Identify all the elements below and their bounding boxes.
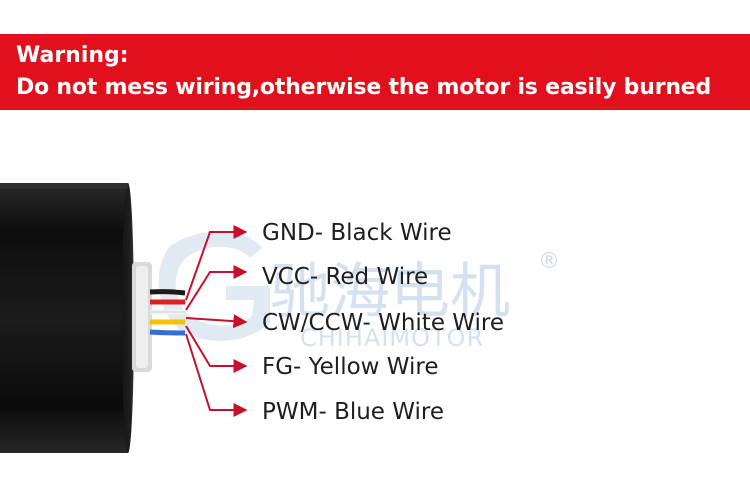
- arrow-vcc: [185, 265, 248, 311]
- warning-banner: Warning: Do not mess wiring,otherwise th…: [0, 34, 750, 110]
- wire-label-fg: FG- Yellow Wire: [262, 354, 439, 380]
- pointer-arrows: [185, 225, 248, 417]
- warning-title: Warning:: [16, 43, 129, 68]
- arrow-gnd: [185, 225, 248, 301]
- watermark-english: CHIHAIMOTOR: [300, 324, 484, 352]
- wire-label-vcc: VCC- Red Wire: [262, 264, 429, 290]
- watermark-logo: [158, 231, 270, 341]
- watermark-registered: ®: [538, 249, 560, 274]
- arrow-cw: [185, 314, 248, 329]
- wire-label-cw-ccw: CW/CCW- White Wire: [262, 310, 505, 336]
- wire-bundle: [149, 289, 186, 336]
- wire-label-pwm: PWM- Blue Wire: [262, 399, 445, 425]
- arrow-pwm: [185, 333, 248, 417]
- warning-message: Do not mess wiring,otherwise the motor i…: [16, 75, 712, 100]
- motor-body: [0, 183, 134, 453]
- wire-label-gnd: GND- Black Wire: [262, 220, 452, 246]
- motor-connector: [132, 262, 152, 372]
- arrow-fg: [185, 325, 248, 373]
- watermark-chinese: 驰海电机: [270, 257, 510, 327]
